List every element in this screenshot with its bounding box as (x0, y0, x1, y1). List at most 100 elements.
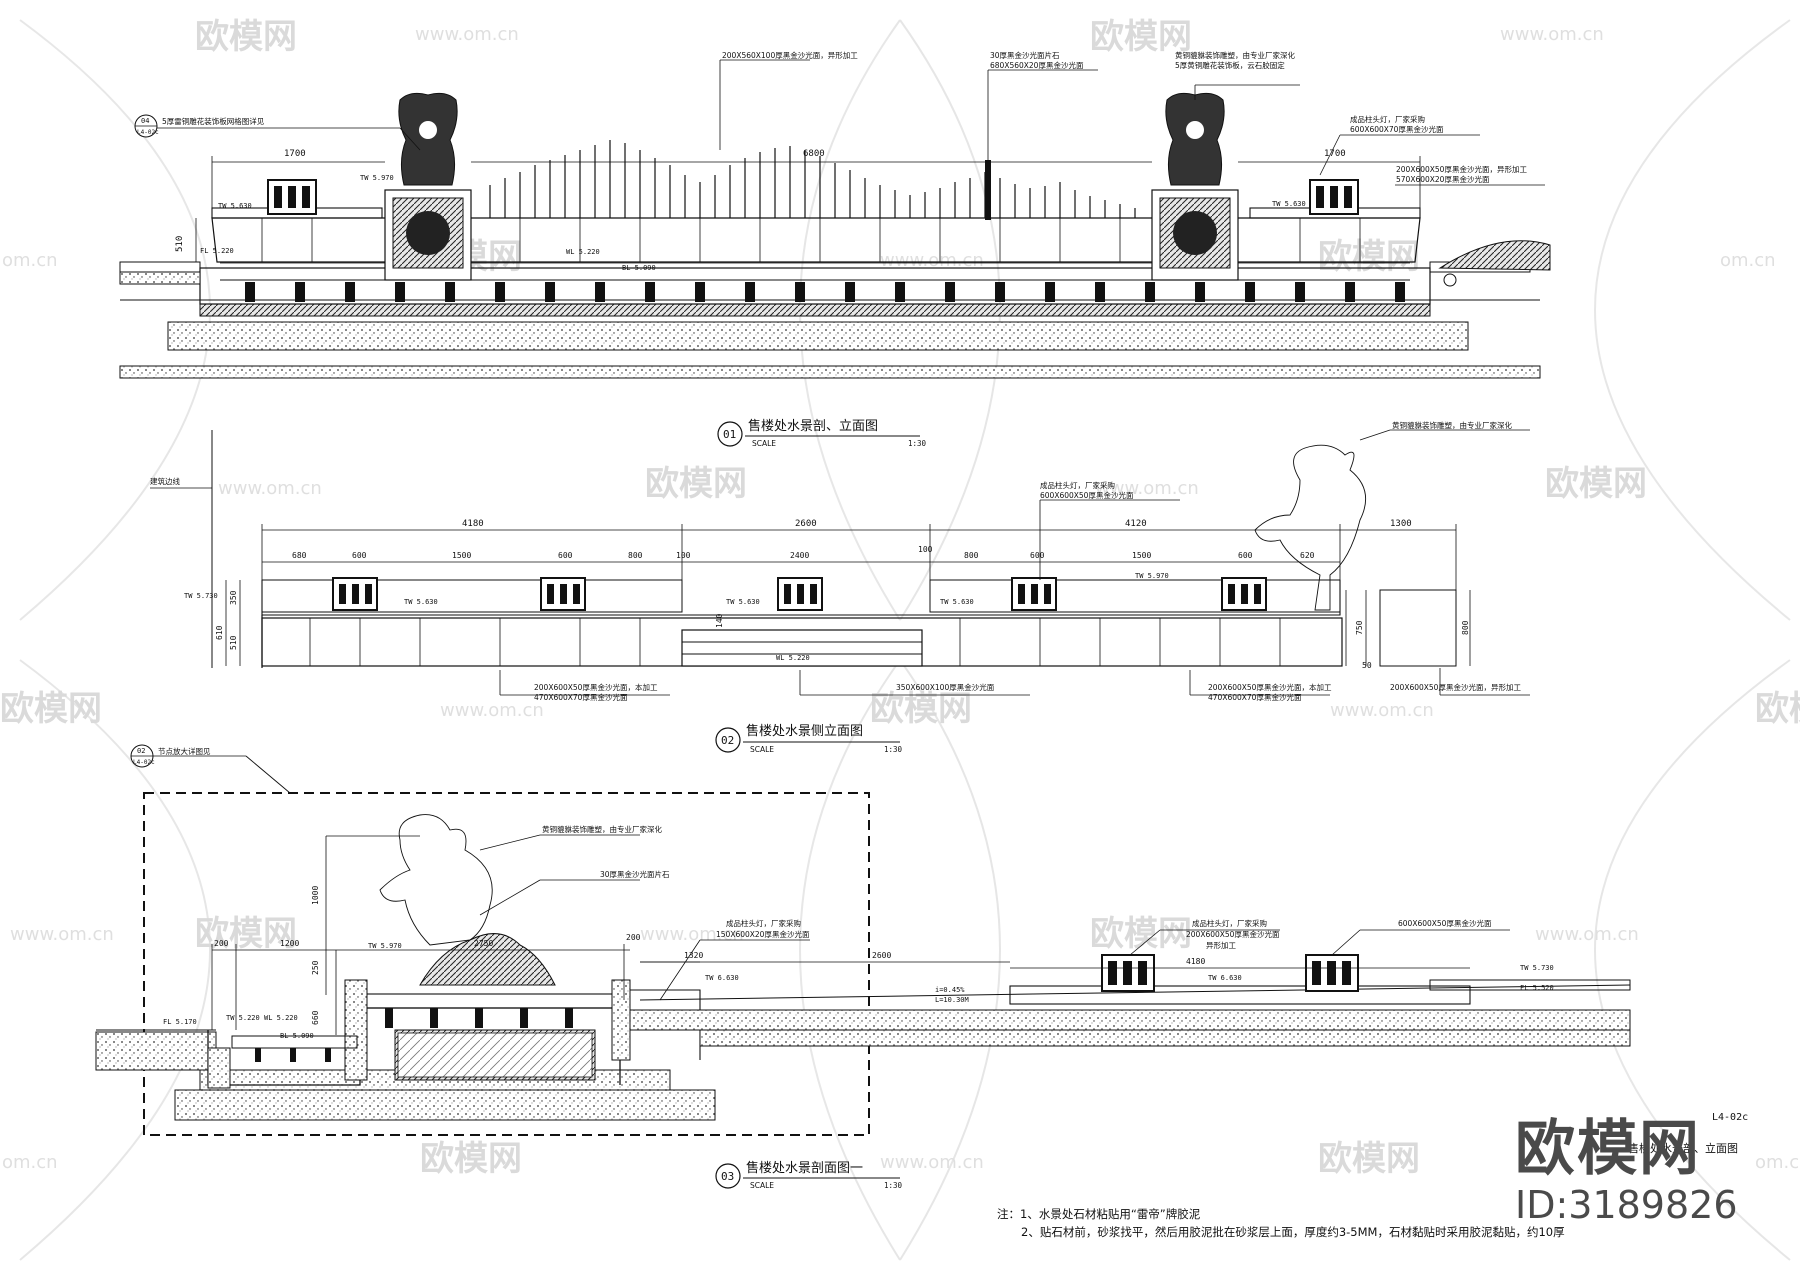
callout: 成品柱头灯，厂家采购 (1040, 480, 1115, 490)
dim: 620 (1300, 551, 1315, 560)
watermark-brand: 欧模网 (1755, 689, 1800, 729)
watermark-url: www.om.cn (10, 924, 114, 945)
dim: 1500 (1132, 551, 1151, 560)
level-marker: TW 5.630 (1272, 200, 1306, 208)
watermark-url: om.cn (2, 1152, 58, 1173)
drawing-title-01: 01 售楼处水景剖、立面图 SCALE 1:30 (717, 418, 927, 448)
detail-text: 5厚雷铜雕花装饰板网格图详见 (162, 116, 265, 126)
drawing-02-side-elevation: 4180 2600 4120 1300 680 600 1500 600 800… (150, 420, 1530, 754)
dim: 800 (628, 551, 643, 560)
level-marker: FL 5.520 (1520, 984, 1554, 992)
title-no: 02 (721, 734, 734, 747)
callout: 570X600X20厚黑金沙光面 (1396, 174, 1490, 184)
pillar-light (267, 179, 317, 215)
sheet-number: L4-02c (1712, 1112, 1748, 1123)
level-marker: TW 5.630 (726, 598, 760, 606)
level-marker: TW 5.970 (360, 174, 394, 182)
notes-label: 注： (997, 1207, 1020, 1221)
dim: 1300 (1390, 519, 1412, 529)
watermark-url: om.cn (1755, 1152, 1800, 1173)
title-text: 售楼处水景剖面图一 (746, 1160, 863, 1176)
sculpture-outline (1254, 444, 1367, 611)
dim: 1500 (452, 551, 471, 560)
watermark-brand: 欧模网 (420, 1139, 522, 1179)
detail-sheet: L4-02c (133, 759, 155, 766)
watermark-brand: 欧模网 (195, 17, 297, 57)
callout: 30厚黑金沙光面片石 (600, 869, 670, 879)
sheet-title: 售楼处水景剖、立面图 (1628, 1141, 1738, 1155)
callout: 200X600X50厚黑金沙光面，异形加工 (1390, 682, 1521, 692)
carved-pillar-left (384, 92, 472, 281)
callout: 黄铜貔貅装饰雕塑，由专业厂家深化 (1175, 50, 1295, 60)
level-marker: TW 6.630 (705, 974, 739, 982)
detail-sheet: L4-02c (137, 129, 159, 136)
dim: 1320 (684, 951, 703, 960)
watermark-url: www.om.cn (440, 700, 544, 721)
callout: 600X600X70厚黑金沙光面 (1350, 124, 1444, 134)
pillar-light (1305, 954, 1359, 992)
dim: 1200 (280, 939, 299, 948)
level-marker: TW 5.730 (1520, 964, 1554, 972)
callout: 200X600X50厚黑金沙光面，本加工 (534, 682, 658, 692)
mound (1438, 240, 1551, 271)
base-slab (199, 303, 1431, 317)
callout: 200X600X50厚黑金沙光面 (1186, 929, 1280, 939)
dim: 2600 (795, 519, 817, 529)
dim: 610 (215, 625, 224, 640)
dim: 100 (676, 551, 691, 560)
watermark-layer: 欧模网 www.om.cn 欧模网 www.om.cn om.cn 欧模网 ww… (0, 17, 1800, 1261)
callout: 黄铜貔貅装饰雕塑，由专业厂家深化 (542, 824, 662, 834)
level-marker: TW 5.970 (1135, 572, 1169, 580)
pillar-light (540, 577, 586, 611)
watermark-url: www.om.cn (880, 1152, 984, 1173)
dim: 50 (1362, 661, 1372, 670)
drawing-notes: 注：1、水景处石材粘贴用“雷帝”牌胶泥 2、贴石材前，砂浆找平，然后用胶泥批在砂… (997, 1205, 1717, 1241)
callout: 200X600X50厚黑金沙光面，异形加工 (1396, 164, 1527, 174)
note-line-2: 2、贴石材前，砂浆找平，然后用胶泥批在砂浆层上面，厚度约3-5MM，石材黏贴时采… (997, 1223, 1717, 1241)
callout: 5厚黄铜雕花装饰板，云石胶固定 (1175, 60, 1285, 70)
level-marker: WL 5.220 (264, 1014, 298, 1022)
decorative-rods (489, 140, 1136, 218)
callout: 680X560X20厚黑金沙光面 (990, 60, 1084, 70)
dim: 140 (715, 613, 724, 628)
title-text: 售楼处水景侧立面图 (746, 723, 863, 739)
dim: 1700 (1324, 149, 1346, 159)
dim: 2400 (790, 551, 809, 560)
wall-joints (261, 218, 1361, 262)
watermark-brand: 欧模网 (645, 464, 747, 504)
scale-value: 1:30 (884, 1181, 903, 1190)
scale-label: SCALE (750, 745, 774, 754)
watermark-url: www.om.cn (218, 478, 322, 499)
support-blocks (245, 282, 1405, 302)
watermark-url: www.om.cn (1095, 478, 1199, 499)
note-text: 1、水景处石材粘贴用“雷帝”牌胶泥 (1020, 1207, 1201, 1221)
callout: 470X600X70厚黑金沙光面 (1208, 692, 1302, 702)
dim: 1700 (284, 149, 306, 159)
detail-frame (143, 792, 870, 1136)
level-marker: TW 5.630 (940, 598, 974, 606)
callout: 成品柱头灯，厂家采购 (726, 918, 801, 928)
dim: 600 (1238, 551, 1253, 560)
dim: 510 (175, 236, 185, 252)
callout: 30厚黑金沙光面片石 (990, 50, 1060, 60)
pillar-light (1309, 179, 1359, 215)
drawing-title-03: 03 售楼处水景剖面图一 SCALE 1:30 (715, 1160, 903, 1190)
dim: 800 (964, 551, 979, 560)
callout: 200X560X100厚黑金沙光面，异形加工 (722, 50, 858, 60)
dim: 600 (352, 551, 367, 560)
pillar-light (1221, 577, 1267, 611)
dim: 200 (214, 939, 229, 948)
callout: 600X600X50厚黑金沙光面 (1398, 918, 1492, 928)
callout: 建筑边线 (150, 476, 180, 486)
dim: 1000 (311, 886, 320, 905)
brand-badge: 欧模网 ID:3189826 (1515, 1100, 1775, 1227)
callout: 成品柱头灯，厂家采购 (1192, 918, 1267, 928)
scale-label: SCALE (752, 439, 776, 448)
pillar-light (1011, 577, 1057, 611)
dim: 660 (311, 1010, 320, 1025)
slope: i=0.45% (935, 986, 965, 994)
watermark-url: om.cn (1720, 250, 1776, 271)
detail-bubble-02: 02 L4-02c 节点放大详图见 (130, 744, 246, 768)
watermark-url: www.om.cn (1330, 700, 1434, 721)
dim: 510 (229, 635, 238, 650)
